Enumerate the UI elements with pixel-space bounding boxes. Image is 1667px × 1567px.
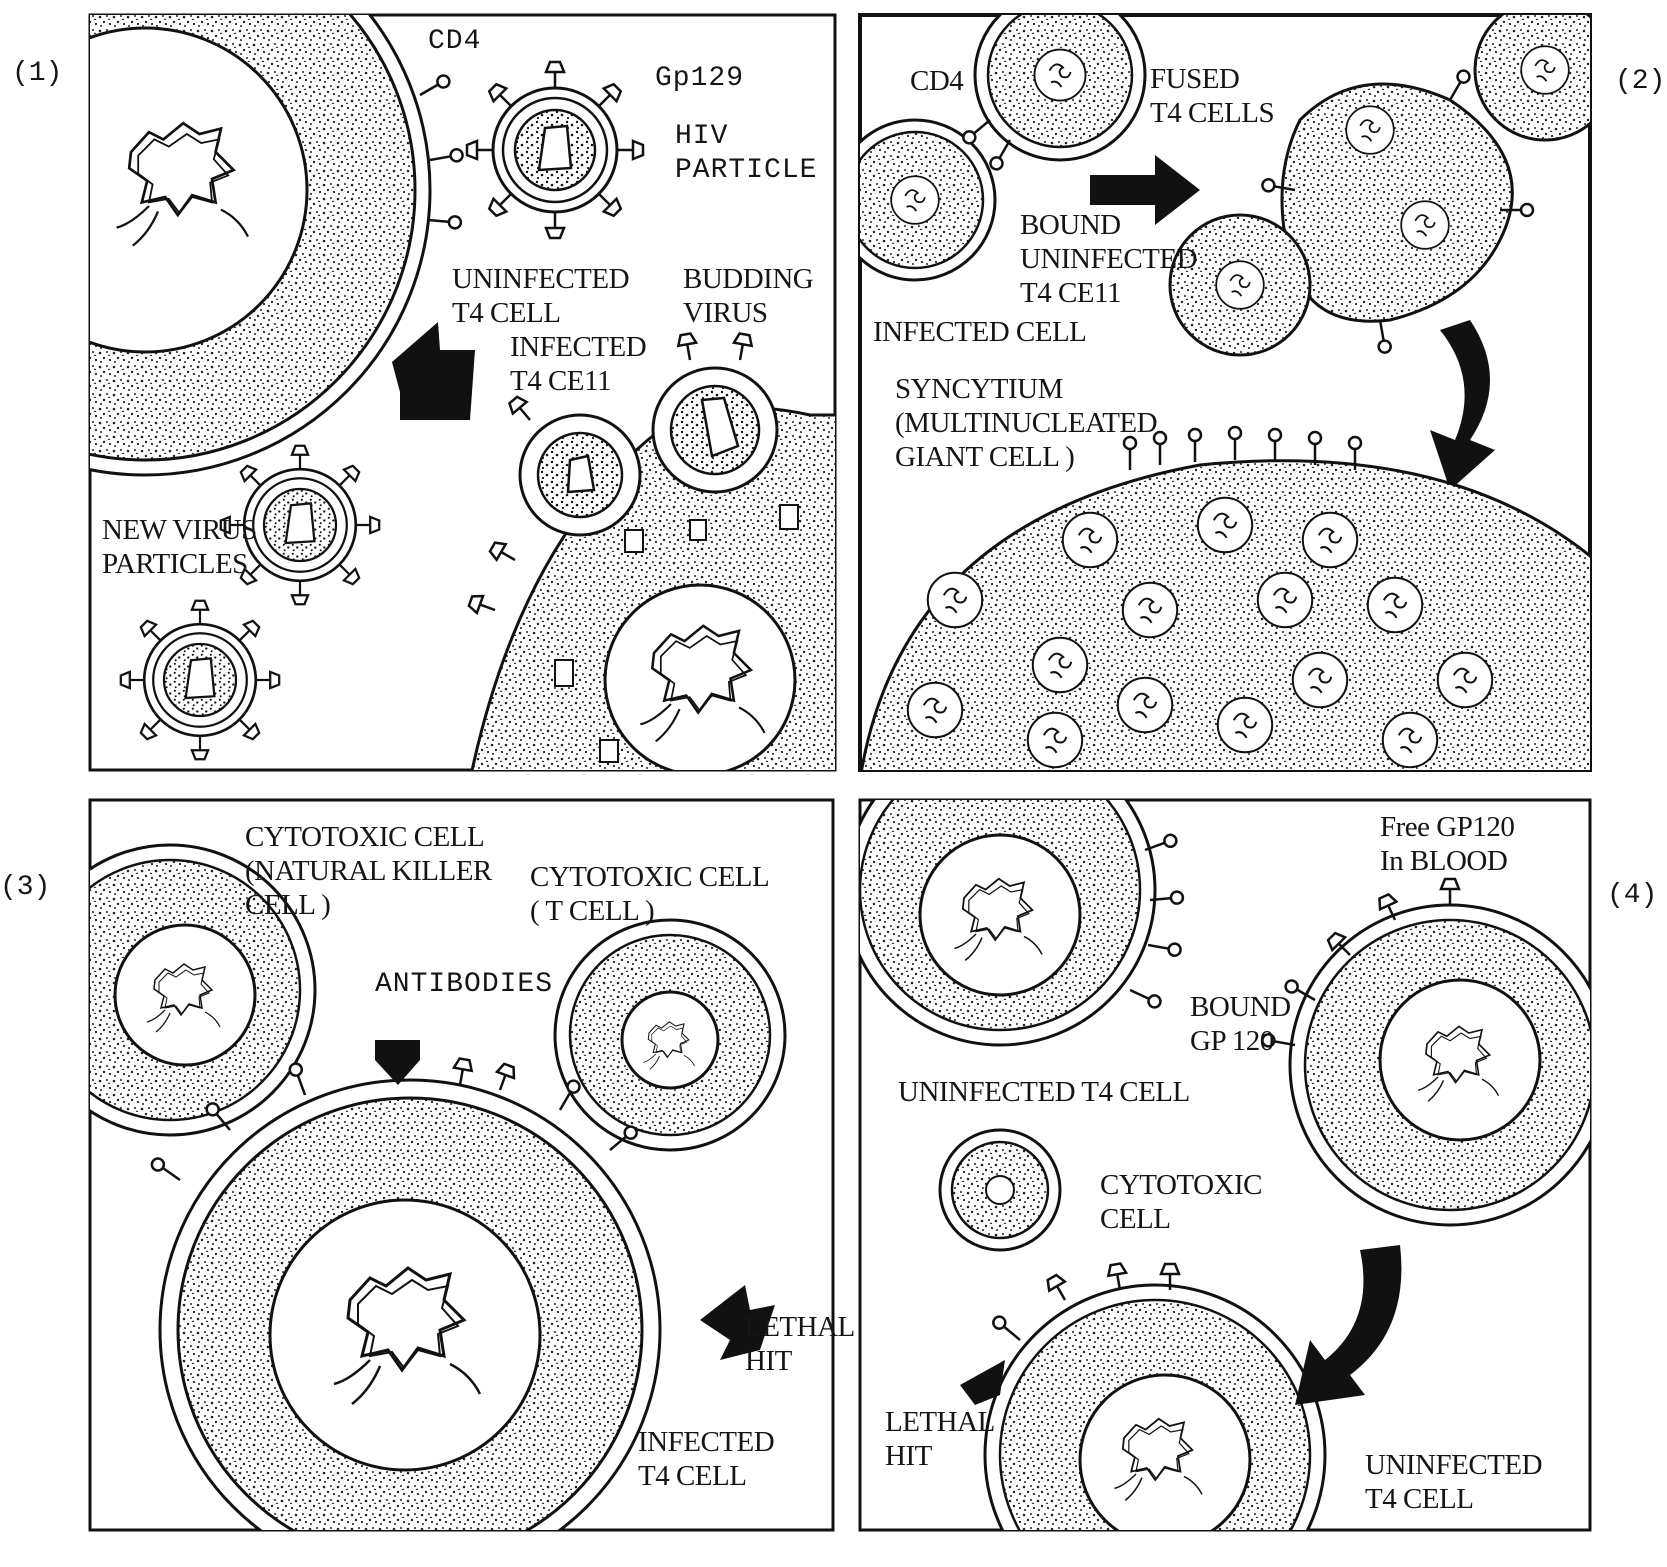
label-bound-uninfected: BOUND UNINFECTED T4 CE11 <box>1020 208 1197 310</box>
label-hiv-particle: HIV PARTICLE <box>675 120 817 188</box>
cytotoxic-t-cell <box>555 920 785 1150</box>
label-lethal-hit-3: LETHAL HIT <box>745 1310 855 1378</box>
hiv-particle <box>467 62 643 238</box>
label-antibodies: ANTIBODIES <box>375 968 553 1002</box>
panel-number-3: (3) <box>0 872 50 903</box>
label-budding-virus: BUDDING VIRUS <box>683 262 813 330</box>
label-fused: FUSED T4 CELLS <box>1150 62 1274 130</box>
label-natural-killer: CYTOTOXIC CELL (NATURAL KILLER CELL ) <box>245 820 492 922</box>
cytotoxic-cell-4 <box>940 1130 1060 1250</box>
label-cytotoxic-t: CYTOTOXIC CELL ( T CELL ) <box>530 860 769 928</box>
label-cytotoxic-cell: CYTOTOXIC CELL <box>1100 1168 1262 1236</box>
label-uninfected-t4: UNINFECTED T4 CELL <box>452 262 629 330</box>
label-gp129: Gp129 <box>655 62 744 96</box>
label-lethal-hit-4: LETHAL HIT <box>885 1405 995 1473</box>
panel-number-1: (1) <box>12 58 62 89</box>
label-bound-gp120: BOUND GP 120 <box>1190 990 1291 1058</box>
label-new-virus: NEW VIRUS PARTICLES <box>102 513 257 581</box>
new-virus-particle-2 <box>121 601 279 759</box>
label-cd4: CD4 <box>428 25 481 59</box>
label-infected-t4-3: INFECTED T4 CELL <box>638 1425 774 1493</box>
label-infected-t4: INFECTED T4 CE11 <box>510 330 646 398</box>
panel-number-2: (2) <box>1615 66 1665 97</box>
label-infected-cell: INFECTED CELL <box>873 315 1086 349</box>
panel-number-4: (4) <box>1607 880 1657 911</box>
label-uninfected-top: UNINFECTED T4 CELL <box>898 1075 1190 1109</box>
label-free-gp120: Free GP120 In BLOOD <box>1380 810 1514 878</box>
label-syncytium: SYNCYTIUM (MULTINUCLEATED GIANT CELL ) <box>895 372 1157 474</box>
label-cd4-2: CD4 <box>910 64 963 98</box>
panel-1 <box>0 0 845 780</box>
label-uninfected-bottom: UNINFECTED T4 CELL <box>1365 1448 1542 1516</box>
